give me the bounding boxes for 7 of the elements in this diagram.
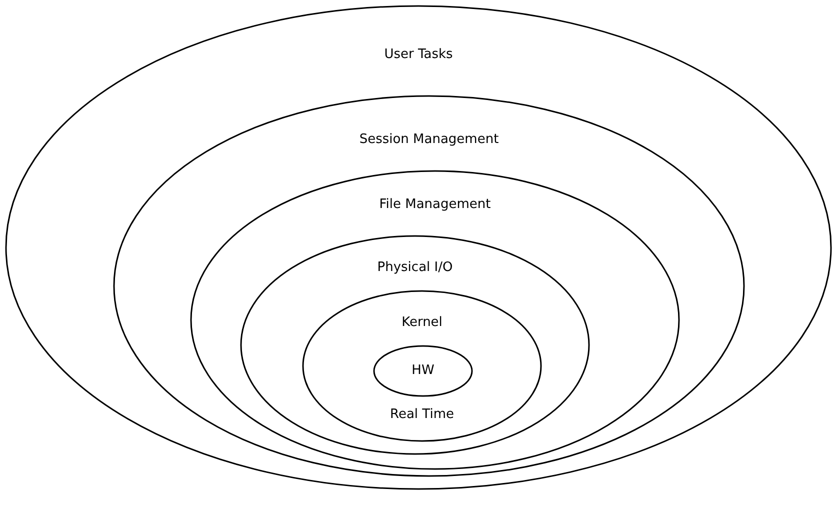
layer-label: Real Time (390, 407, 454, 423)
layer-label: User Tasks (384, 47, 453, 63)
layer-label: Physical I/O (377, 260, 453, 276)
layer-label: File Management (379, 197, 491, 213)
layer-label: Session Management (359, 132, 499, 148)
layer-label: HW (412, 363, 434, 379)
layer-label: Kernel (402, 315, 442, 331)
